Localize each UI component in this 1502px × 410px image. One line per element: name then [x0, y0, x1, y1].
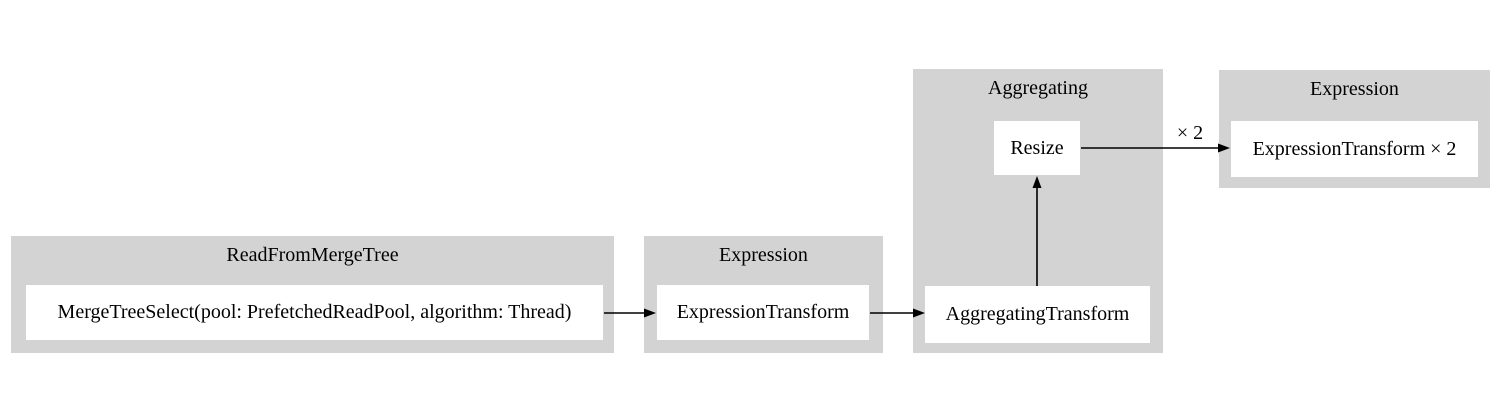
node-aggregatingtransform: AggregatingTransform — [925, 286, 1150, 343]
cluster-title-readfrommergetree: ReadFromMergeTree — [226, 244, 399, 266]
node-expressiontransform-x2: ExpressionTransform × 2 — [1231, 121, 1478, 177]
cluster-title-expression-2: Expression — [1310, 78, 1399, 100]
cluster-title-aggregating: Aggregating — [988, 77, 1088, 99]
node-mergetreeselect: MergeTreeSelect(pool: PrefetchedReadPool… — [26, 285, 603, 340]
edge-label-x2: × 2 — [1176, 122, 1204, 144]
node-resize: Resize — [994, 121, 1080, 175]
cluster-title-expression-1: Expression — [719, 244, 808, 266]
node-expressiontransform: ExpressionTransform — [657, 285, 869, 340]
